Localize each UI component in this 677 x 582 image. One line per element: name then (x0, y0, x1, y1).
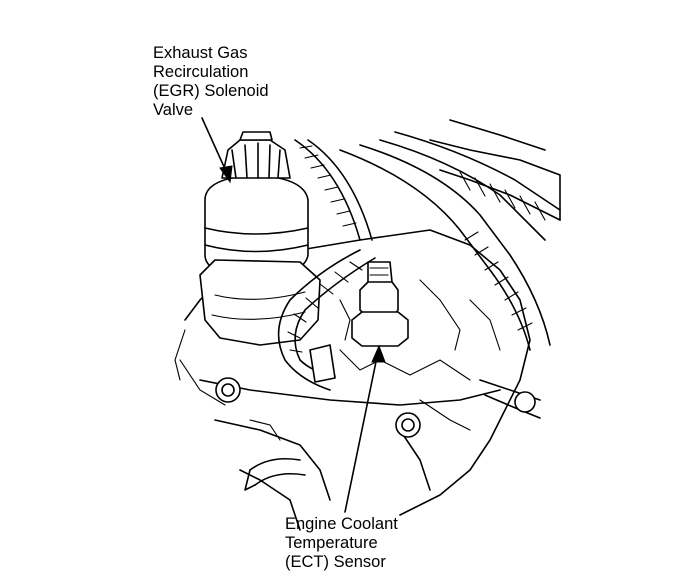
egr-label-line-4: Valve (153, 101, 194, 119)
egr-solenoid-valve (199, 131, 421, 438)
ect-label-line-3: (ECT) Sensor (285, 553, 386, 571)
ect-sensor (309, 261, 409, 383)
egr-valve-label: Exhaust Gas Recirculation (EGR) Solenoid… (153, 44, 269, 120)
egr-leader-arrow (201, 117, 233, 184)
egr-label-line-1: Exhaust Gas (153, 44, 248, 62)
ect-sensor-label: Engine Coolant Temperature (ECT) Sensor (285, 515, 398, 572)
engine-block (174, 119, 561, 531)
vacuum-hoses (244, 131, 561, 491)
egr-label-line-2: Recirculation (153, 63, 249, 81)
ect-leader-arrow (344, 344, 386, 513)
ect-label-line-1: Engine Coolant (285, 515, 398, 533)
ect-label-line-2: Temperature (285, 534, 378, 552)
egr-label-line-3: (EGR) Solenoid (153, 82, 269, 100)
